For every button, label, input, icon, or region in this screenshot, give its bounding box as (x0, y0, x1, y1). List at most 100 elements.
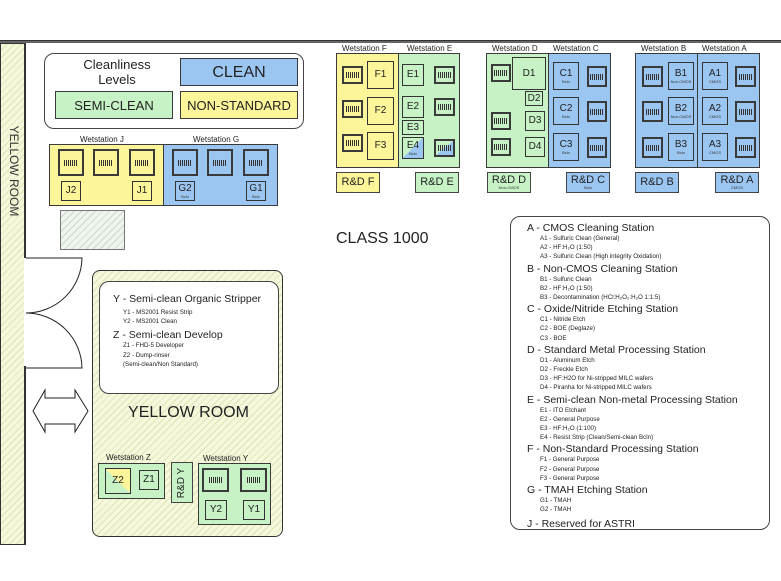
legend-item: A3 - Sulfuric Clean (High integrity Oxid… (540, 253, 662, 261)
legend-heading-z: Z - Semi-clean Develop (113, 329, 223, 342)
legend-item: E2 - General Purpose (540, 415, 600, 423)
wetstation-g-label: Wetstation G (193, 135, 240, 144)
sink-icon (642, 101, 663, 122)
legend-item: E3 - HF:H₂O (1:100) (540, 425, 597, 433)
wetstation-z: Z2 Z1 (98, 463, 165, 499)
top-wall (0, 40, 781, 43)
legend-item: Y1 - MS2001 Resist Strip (123, 309, 193, 316)
station-z1[interactable]: Z1 (139, 470, 159, 490)
station-e2[interactable]: E2 (402, 96, 424, 118)
station-f3[interactable]: F3 (367, 132, 394, 160)
station-d2[interactable]: D2 (525, 91, 543, 106)
yellow-room-title: YELLOW ROOM (128, 404, 249, 421)
legend-heading: F - Non-Standard Processing Station (527, 443, 699, 456)
door-opening[interactable] (24, 258, 29, 366)
station-y2[interactable]: Y2 (205, 500, 227, 520)
sink-icon (434, 139, 455, 157)
level-semi-clean: SEMI-CLEAN (55, 91, 173, 119)
legend-heading: G - TMAH Etching Station (527, 484, 648, 497)
sink-icon (587, 101, 607, 122)
station-d3[interactable]: D3 (525, 111, 545, 131)
wetstation-j-label: Wetstation J (80, 135, 124, 144)
sink-icon (434, 98, 455, 116)
wetstation-f: F1 F2 F3 (336, 53, 399, 168)
wetstation-z-label: Wetstation Z (106, 453, 151, 462)
sink-icon (342, 134, 363, 152)
sink-icon (202, 468, 229, 492)
wetstation-d-label: Wetstation D (492, 44, 538, 53)
legend-item: C3 - BOE (540, 334, 567, 342)
sink-icon (587, 66, 607, 87)
station-f2[interactable]: F2 (367, 97, 394, 125)
cleanliness-legend-title: Cleanliness Levels (83, 57, 151, 87)
wetstation-f-label: Wetstation F (342, 44, 387, 53)
legend-item: A1 - Sulfuric Clean (General) (540, 235, 620, 242)
legend-item: Z2 - Dump-rinser (123, 351, 170, 359)
station-d1[interactable]: D1 (512, 57, 546, 90)
sink-icon (434, 66, 455, 84)
wetstation-a-label: Wetstation A (702, 44, 747, 53)
legend-item: G1 - TMAH (540, 497, 572, 505)
rd-f[interactable]: R&D F (336, 172, 380, 193)
legend-heading: C - Oxide/Nitride Etching Station (527, 303, 679, 316)
legend-item: D3 - HF:H2O for Ni-stripped MILC wafers (540, 375, 654, 383)
legend-item: F2 - General Purpose (540, 465, 600, 473)
wetstation-d: D1 D2 D3 D4 (486, 53, 549, 168)
station-j2[interactable]: J2 (61, 181, 81, 201)
station-e1[interactable]: E1 (402, 64, 424, 86)
sink-icon (129, 149, 155, 176)
wetstation-j: J2 J1 (49, 144, 164, 206)
legend-item: (Semi-clean/Non Standard) (123, 360, 198, 368)
level-clean: CLEAN (180, 58, 298, 86)
station-d4[interactable]: D4 (525, 137, 545, 157)
sink-icon (172, 149, 198, 176)
legend-item: G2 - TMAH (540, 506, 572, 514)
rd-b[interactable]: R&D B (635, 172, 679, 193)
sink-icon (58, 149, 84, 176)
station-f1[interactable]: F1 (367, 61, 394, 89)
station-y1[interactable]: Y1 (243, 500, 265, 520)
rd-e[interactable]: R&D E (415, 172, 459, 193)
class-1000-label: CLASS 1000 (336, 230, 429, 247)
rd-y[interactable]: R&D Y (171, 462, 193, 503)
legend-item: D2 - Freckle Etch (540, 366, 588, 374)
legend-heading: A - CMOS Cleaning Station (527, 222, 655, 234)
sink-icon (491, 64, 511, 82)
cleanliness-legend: Cleanliness Levels CLEAN SEMI-CLEAN NON-… (44, 53, 304, 129)
station-j1[interactable]: J1 (132, 181, 152, 201)
level-non-standard: NON-STANDARD (180, 91, 298, 119)
station-e3[interactable]: E3 (402, 120, 424, 135)
sink-icon (342, 100, 363, 118)
double-door-icon[interactable] (24, 256, 84, 370)
legend-item: Y2 - MS2001 Clean (123, 318, 177, 326)
legend-item: B1 - Sulfuric Clean (540, 275, 592, 283)
legend-item: D1 - Aluminum Etch (540, 356, 595, 364)
sink-icon (342, 66, 363, 84)
legend-heading: E - Semi-clean Non-metal Processing Stat… (527, 393, 738, 406)
legend-heading: J - Reserved for ASTRI (527, 518, 635, 531)
double-arrow-icon (32, 388, 89, 434)
station-z2[interactable]: Z2 (105, 468, 131, 494)
reserved-area (60, 210, 125, 250)
sink-icon (207, 149, 233, 176)
wetstation-y-label: Wetstation Y (203, 454, 249, 463)
legend-item: D4 - Piranha for Ni-stripped MILC wafers (540, 384, 652, 392)
